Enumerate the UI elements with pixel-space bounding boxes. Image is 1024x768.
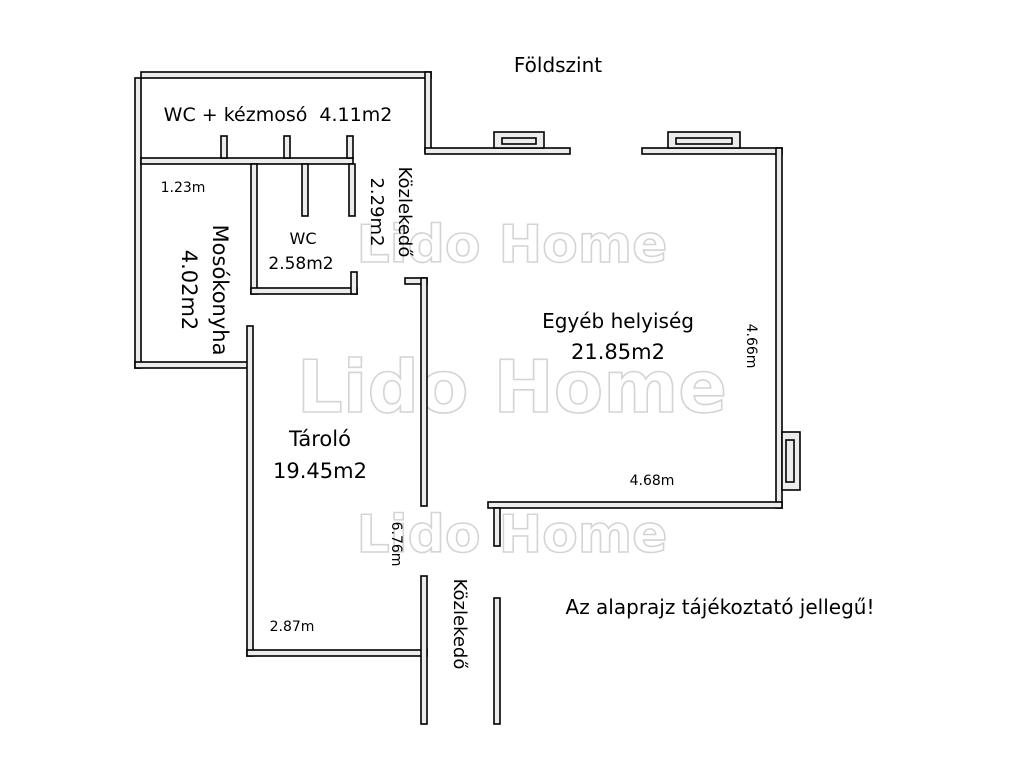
room-moso-area: 4.02m2 <box>177 250 201 331</box>
room-wc-name: WC <box>290 229 317 248</box>
window-top-left-inner <box>501 137 537 145</box>
wall-tarolo-left <box>246 325 254 657</box>
room-egyeb-area: 21.85m2 <box>571 340 665 364</box>
room-tarolo-area: 19.45m2 <box>273 459 367 483</box>
wall-kozl2-right <box>493 597 501 725</box>
watermark-3: Lido Home <box>357 505 668 565</box>
wall-stub-egyeb <box>493 507 501 547</box>
wall-top-main-right <box>641 147 783 155</box>
room-egyeb-name: Egyéb helyiség <box>542 309 694 333</box>
wall-right-wc <box>424 71 432 153</box>
window-right-inner <box>785 439 795 483</box>
walls <box>134 71 801 725</box>
wall-top-wc <box>140 71 432 79</box>
disclaimer-note: Az alaprajz tájékoztató jellegű! <box>566 595 875 619</box>
wall-stub-a <box>220 135 228 159</box>
wall-tarolo-bottom <box>246 649 428 657</box>
window-top-right-inner <box>675 137 733 145</box>
wall-mid-h <box>140 157 354 165</box>
room-kozl2-name: Közlekedő <box>449 579 470 670</box>
watermark-1: Lido Home <box>357 215 668 275</box>
wall-wc-right-stub <box>350 271 358 295</box>
dim-2-87: 2.87m <box>270 619 315 635</box>
room-wc-kezmoso-label: WC + kézmosó 4.11m2 <box>164 104 393 126</box>
wall-wc-left <box>250 163 258 295</box>
watermark-2: Lido Home <box>297 345 727 429</box>
dim-4-66: 4.66m <box>743 324 759 369</box>
wall-tarolo-right <box>420 277 428 507</box>
wall-top-main-left <box>424 147 571 155</box>
room-wc-area: 2.58m2 <box>268 254 333 274</box>
watermarks: Lido Home Lido Home Lido Home <box>296 214 728 566</box>
plan-title: Földszint <box>514 53 602 77</box>
dim-1-23: 1.23m <box>161 180 206 196</box>
wall-bottom-moso <box>134 361 253 369</box>
room-kozl1-name: Közlekedő <box>394 167 415 258</box>
wall-kozl2-left <box>420 575 428 725</box>
wall-left-outer <box>134 77 142 369</box>
wall-wc-inner-stub <box>301 163 309 217</box>
wall-bottom-egyeb <box>487 501 783 509</box>
dim-6-76: 6.76m <box>388 522 404 567</box>
wall-stub-kozl <box>348 163 356 217</box>
room-kozl1-area: 2.29m2 <box>366 177 387 246</box>
wall-wc-bottom <box>250 287 358 295</box>
wall-stub-b <box>283 135 291 159</box>
dim-4-68: 4.68m <box>630 473 675 489</box>
room-moso-name: Mosókonyha <box>208 225 232 356</box>
wall-right-outer <box>775 147 783 509</box>
room-tarolo-name: Tároló <box>288 427 351 451</box>
wall-stub-c <box>346 135 354 159</box>
